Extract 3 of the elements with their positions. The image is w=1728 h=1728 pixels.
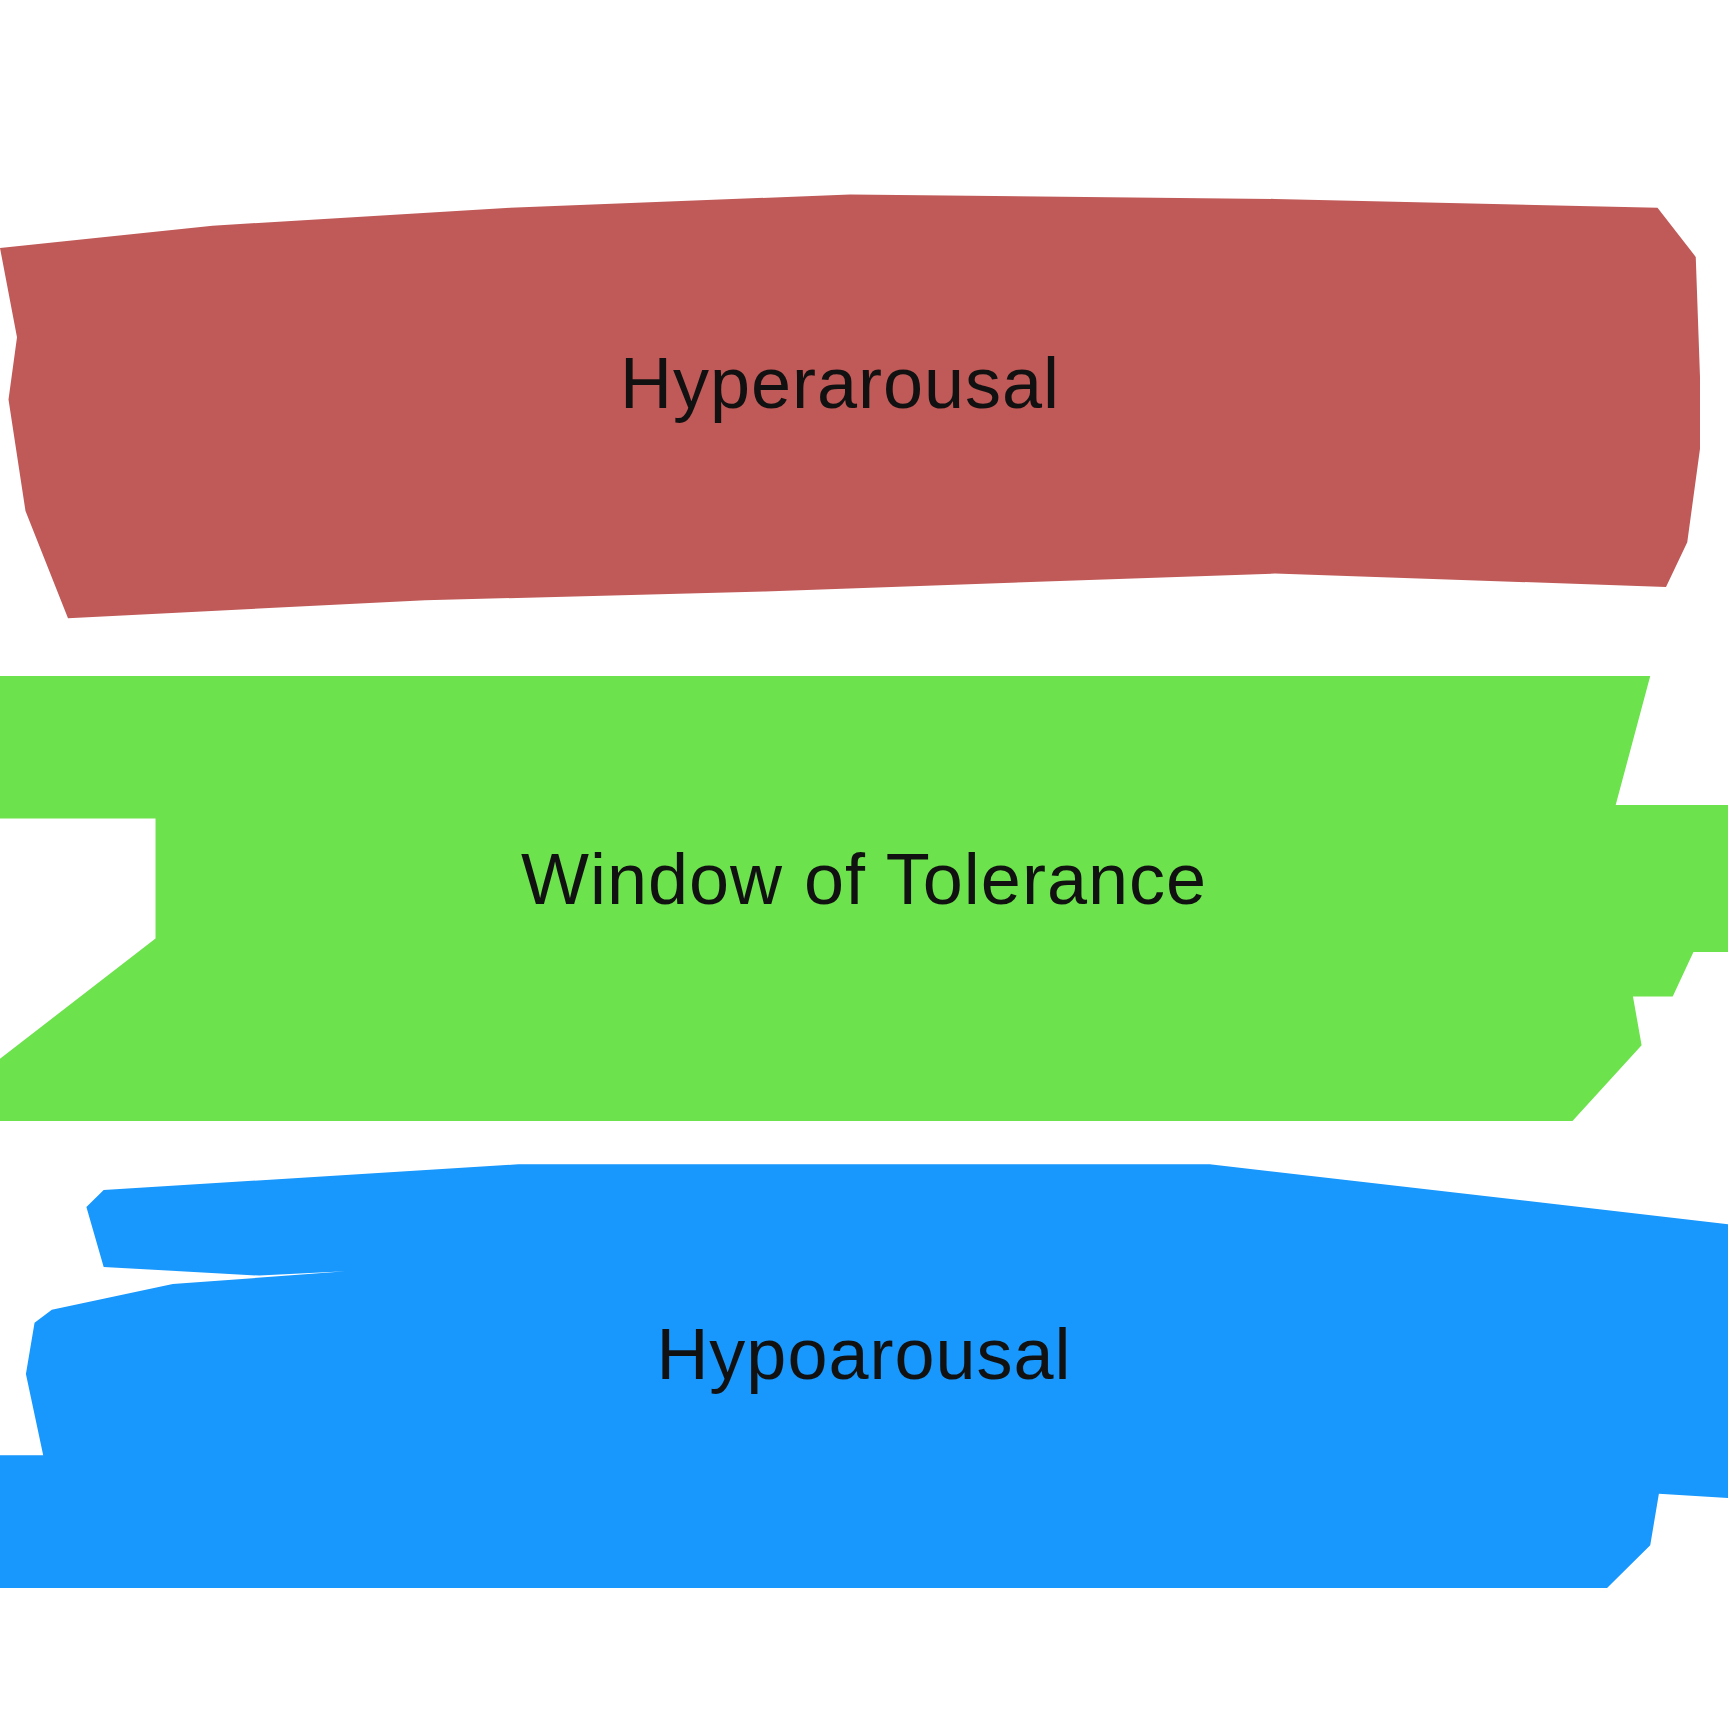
band-label: Hyperarousal [619, 342, 1061, 424]
band-label: Hypoarousal [656, 1313, 1072, 1395]
band-label: Window of Tolerance [521, 837, 1207, 920]
